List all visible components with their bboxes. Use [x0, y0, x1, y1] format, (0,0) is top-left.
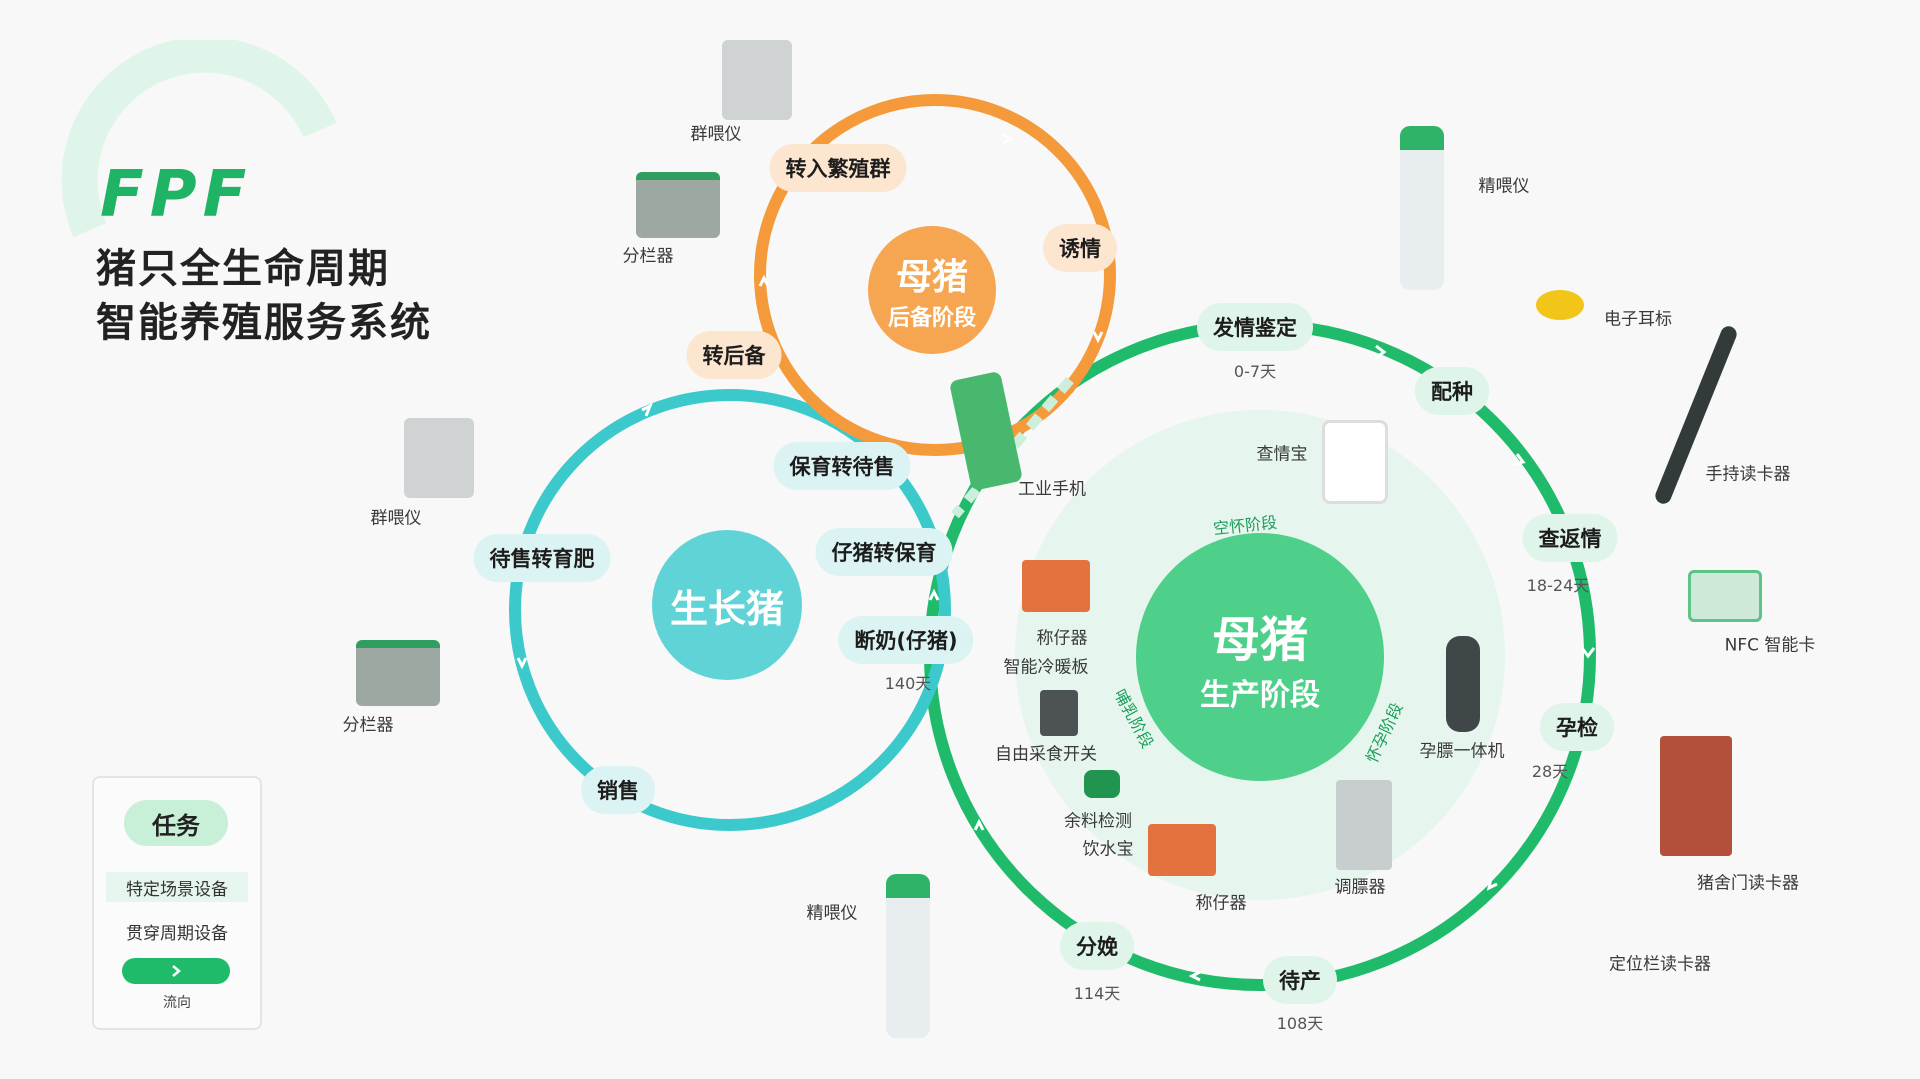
device-chengziqi2: 称仔器 [1195, 893, 1247, 914]
stage-zhuanru: 转入繁殖群 [769, 144, 907, 192]
hub-growing-pig: 生长猪 [652, 530, 802, 680]
device-tiaopiaoqi: 调膘器 [1334, 877, 1386, 898]
hub-sow-reserve: 母猪 后备阶段 [868, 226, 996, 354]
day-faqing: 0-7天 [1233, 362, 1277, 381]
legend-specific: 特定场景设备 [106, 872, 248, 902]
nfc-card-icon [1688, 570, 1762, 622]
device-chaqingbao: 查情宝 [1256, 444, 1308, 465]
growth-cycle [509, 389, 951, 831]
device-yinshuibao: 饮水宝 [1082, 839, 1134, 860]
stage-faqing: 发情鉴定 [1197, 303, 1313, 351]
day-fenmian: 114天 [1073, 984, 1121, 1003]
legend-flow-label: 流向 [163, 995, 191, 1011]
backfat-meter-icon [1336, 780, 1392, 870]
flow-chevron [1375, 344, 1387, 360]
stage-peizhong: 配种 [1415, 367, 1489, 415]
flow-chevron [1092, 331, 1104, 344]
sorter-icon [636, 172, 720, 238]
stage-duannai: 断奶(仔猪) [838, 616, 974, 664]
feed-sensor-icon [1084, 770, 1120, 798]
stage-yunjian: 孕检 [1540, 703, 1614, 751]
day-chafanqing: 18-24天 [1526, 576, 1590, 595]
feed-switch-icon [1040, 690, 1078, 736]
chevron-right-icon [172, 965, 181, 977]
hub-sow-production: 母猪 生产阶段 [1136, 533, 1384, 781]
title-line2: 智能养殖服务系统 [96, 300, 432, 346]
device-shouchi-dukaqi: 手持读卡器 [1705, 464, 1791, 485]
hub-growing-pig-title: 生长猪 [669, 586, 784, 631]
device-nfc-card: NFC 智能卡 [1724, 635, 1816, 656]
hub-sow-production-subtitle: 生产阶段 [1200, 678, 1320, 713]
device-ziyou-caishi: 自由采食开关 [995, 744, 1097, 765]
piglet-scale-icon [1148, 824, 1216, 876]
pregnancy-scanner-icon [1446, 636, 1480, 732]
feeder-icon [722, 40, 792, 120]
legend-lifecycle: 贯穿周期设备 [126, 923, 228, 944]
flow-chevron [1002, 133, 1015, 145]
device-fenlanqi-left: 分栏器 [342, 715, 394, 736]
feeder-icon [404, 418, 474, 498]
decor-arc [61, 40, 337, 238]
device-yuliao-jiance: 余料检测 [1064, 811, 1132, 832]
day-daichan: 108天 [1276, 1014, 1324, 1033]
hub-sow-reserve-subtitle: 后备阶段 [887, 306, 976, 331]
ear-tag-icon [1536, 290, 1584, 320]
reserve-cycle [754, 94, 1116, 456]
stage-zizhu-baoyu: 仔猪转保育 [815, 528, 953, 576]
stage-zhuanhoubei: 转后备 [686, 331, 782, 379]
device-gongye-shouji: 工业手机 [1018, 479, 1086, 500]
device-qunweiyi-top: 群喂仪 [690, 124, 742, 145]
flow-dashes [951, 376, 1074, 519]
flow-chevron [516, 657, 528, 670]
device-dingweilan-dukaqi: 定位栏读卡器 [1609, 954, 1711, 975]
stage-xiaoshou: 销售 [581, 766, 655, 814]
stage-chafanqing: 查返情 [1522, 514, 1618, 562]
flow-chevron [1486, 877, 1498, 891]
device-chengziqi1: 称仔器 [1036, 628, 1088, 649]
title-line1: 猪只全生命周期 [96, 246, 390, 292]
device-dianzi-erbiao: 电子耳标 [1604, 309, 1672, 330]
stage-youqing: 诱情 [1043, 224, 1117, 272]
hub-sow-production-title: 母猪 [1211, 612, 1308, 668]
legend-panel: 任务 特定场景设备 贯穿周期设备 流向 [92, 776, 262, 1030]
precision-feeder-icon [1400, 126, 1444, 290]
flow-chevron [1580, 647, 1596, 659]
legend-flow-bar [122, 958, 230, 984]
device-fenlanqi-top: 分栏器 [622, 246, 674, 267]
stage-daishou-yufei: 待售转育肥 [473, 534, 611, 582]
device-qunweiyi-left: 群喂仪 [370, 508, 422, 529]
door-reader-icon [1660, 736, 1732, 856]
legend-task: 任务 [124, 800, 228, 846]
flow-chevron [641, 402, 653, 417]
precision-feeder-icon [886, 874, 930, 1038]
estrus-detector-icon [1322, 420, 1388, 504]
brand-logo: FPF [100, 158, 253, 232]
piglet-scale-icon [1022, 560, 1090, 612]
flow-chevron [1512, 453, 1526, 466]
stage-baoyu-daishou: 保育转待售 [773, 442, 911, 490]
flow-chevron [1188, 970, 1201, 982]
stage-daichan: 待产 [1263, 956, 1337, 1004]
device-zhushemen-dukaqi: 猪舍门读卡器 [1697, 873, 1799, 894]
device-yunbiao-yitiji: 孕膘一体机 [1419, 741, 1505, 762]
flow-chevron [928, 588, 940, 601]
day-yunjian: 28天 [1531, 762, 1569, 781]
flow-chevron [973, 818, 985, 831]
sorter-icon [356, 640, 440, 706]
device-jingweiyi-bottom: 精喂仪 [806, 903, 858, 924]
stage-fenmian: 分娩 [1060, 922, 1134, 970]
device-lengnuanban: 智能冷暖板 [1003, 657, 1089, 678]
device-jingweiyi-top: 精喂仪 [1478, 176, 1530, 197]
day-duannai: 140天 [884, 674, 932, 693]
hub-sow-reserve-title: 母猪 [895, 257, 968, 298]
flow-chevron [758, 274, 770, 287]
